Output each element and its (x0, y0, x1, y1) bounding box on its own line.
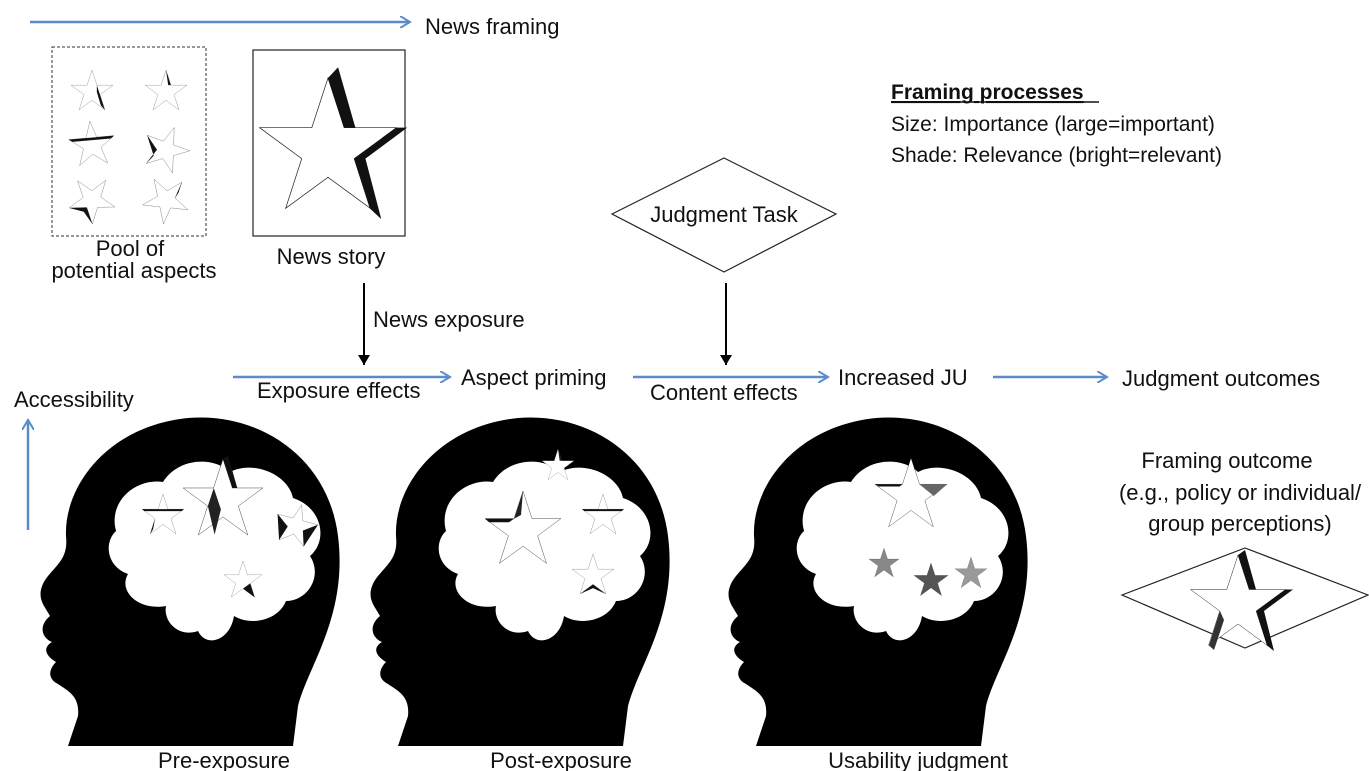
framing-outcome-line3: group perceptions) (1148, 511, 1331, 536)
pool-star-3 (67, 118, 117, 167)
framing-outcome-line2: (e.g., policy or individual/ (1119, 480, 1362, 505)
usability-star-large (874, 457, 948, 527)
news-exposure-label: News exposure (373, 307, 525, 332)
pool-star-5 (62, 167, 125, 230)
pool-label-line1: Pool of (96, 236, 165, 261)
judgment-task-diamond (610, 157, 838, 273)
exposure-effects-label: Exposure effects (257, 378, 420, 403)
pre-star-small-right (271, 499, 322, 549)
post-star-bottom (571, 553, 615, 594)
increased-ju-label: Increased JU (838, 365, 968, 390)
news-framing-label: News framing (425, 14, 559, 39)
head-post-exposure (370, 417, 670, 746)
judgment-outcomes-label: Judgment outcomes (1122, 366, 1320, 391)
pool-star-6 (134, 167, 196, 229)
framing-outcome-line1: Framing outcome (1141, 448, 1312, 473)
pool-star-4 (137, 119, 196, 177)
pre-star-bottom (223, 560, 263, 598)
framing-outcome-star (1190, 550, 1293, 651)
pool-stars (62, 69, 196, 230)
news-story-star (259, 67, 408, 220)
news-story-label: News story (277, 244, 386, 269)
post-star-top (541, 448, 575, 480)
pool-label-line2: potential aspects (51, 258, 216, 283)
usability-judgment-label: Usability judgment (828, 748, 1008, 771)
pool-star-1 (70, 69, 114, 110)
post-star-mid (581, 493, 625, 534)
pre-star-large (182, 455, 264, 536)
legend-size-line: Size: Importance (large=important) (891, 113, 1215, 136)
pre-exposure-label: Pre-exposure (158, 748, 290, 771)
head-pre-exposure (40, 417, 340, 746)
head-usability-judgment (728, 417, 1028, 746)
post-star-large (484, 490, 562, 564)
accessibility-label: Accessibility (14, 387, 134, 412)
post-exposure-label: Post-exposure (490, 748, 632, 771)
legend-shade-line: Shade: Relevance (bright=relevant) (891, 144, 1222, 167)
content-effects-label: Content effects (650, 380, 798, 405)
legend-title: Framing processes (891, 81, 1084, 104)
judgment-task-label: Judgment Task (650, 202, 799, 227)
pool-star-2 (144, 69, 188, 110)
pre-star-small-left (141, 493, 185, 534)
aspect-priming-label: Aspect priming (461, 365, 607, 390)
